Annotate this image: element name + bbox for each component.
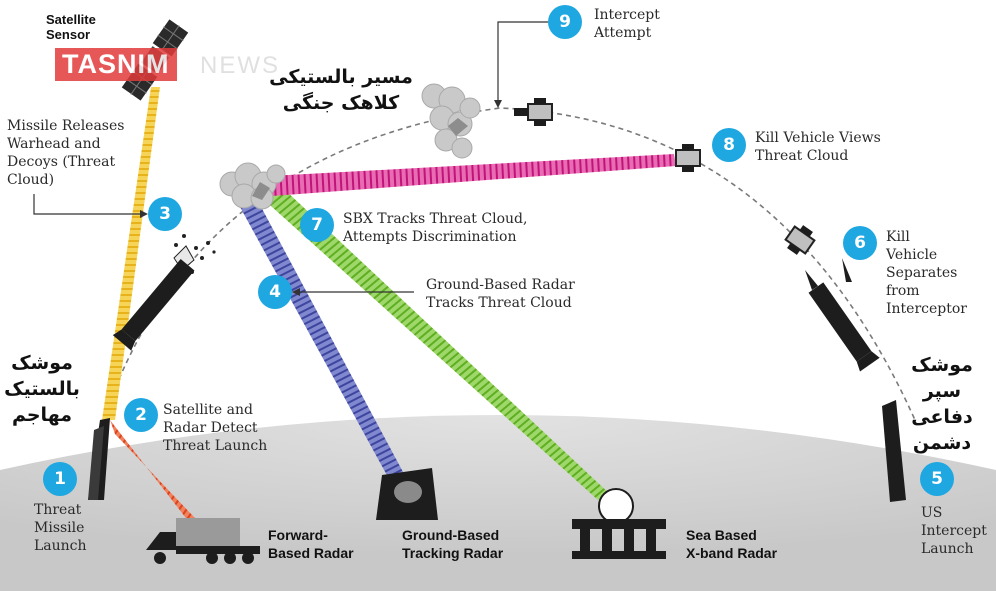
step-5-badge: 5 [920,462,954,496]
kill-vehicle-intercept [514,98,553,126]
step-7-label: SBX Tracks Threat Cloud, Attempts Discri… [343,211,528,245]
earth-surface [0,415,996,591]
ground-radar-label: Ground-Based Tracking Radar [402,527,504,561]
threat-missile [88,418,110,500]
kill-vehicle-beam [270,154,676,196]
step-6-badge: 6 [843,226,877,260]
step-1-badge: 1 [43,462,77,496]
step-8-label: Kill Vehicle Views Threat Cloud [755,130,881,164]
ground-based-tracking-radar [376,468,438,520]
forward-radar-beam [110,420,212,544]
kill-vehicle-separating [784,225,816,255]
step-9-label: Intercept Attempt [594,7,660,41]
step-5-label: US Intercept Launch [921,505,987,557]
step-2-badge: 2 [124,398,158,432]
step-4-badge: 4 [258,275,292,309]
step-8-badge: 8 [712,128,746,162]
step-1-label: Threat Missile Launch [34,502,87,554]
step-4-label: Ground-Based Radar Tracks Threat Cloud [426,277,575,311]
step-6-label: Kill Vehicle Separates from Interceptor [886,229,967,317]
separation-fins [805,258,852,290]
leader-step4-arrow [292,288,300,296]
kill-vehicle-views [675,144,701,172]
persian-trajectory-label: مسیر بالستیکی کلاهک جنگی [269,66,413,114]
forward-based-radar-truck [146,518,260,564]
watermark-brand: TASNIM [55,48,177,81]
step-3-label: Missile Releases Warhead and Decoys (Thr… [7,118,125,188]
missile-upper-stage [112,258,195,351]
persian-defense-missile-label: موشک سپر دفاعی دشمن [911,354,973,454]
interceptor-upper-stage [808,282,880,372]
step-2-label: Satellite and Radar Detect Threat Launch [163,402,268,454]
ground-radar-beam [234,190,410,490]
sbx-radar-beam [262,190,612,500]
leader-step9 [497,21,548,100]
forward-radar-label: Forward- Based Radar [268,527,354,561]
satellite-label: Satellite Sensor [46,12,96,42]
leader-step3-arrow [140,210,148,218]
step-3-badge: 3 [148,197,182,231]
threat-cloud-left [219,162,286,210]
watermark-suffix: NEWS [200,52,280,79]
persian-attacking-missile-label: موشک بالستیک مهاجم [4,352,80,426]
interceptor-missile [882,400,906,502]
threat-cloud-top [421,83,481,159]
step-9-badge: 9 [548,5,582,39]
sea-based-xband-radar [572,488,666,559]
sea-radar-label: Sea Based X-band Radar [686,527,778,561]
leader-step9-arrow [494,100,502,108]
leader-step3 [33,194,140,215]
step-7-badge: 7 [300,208,334,242]
